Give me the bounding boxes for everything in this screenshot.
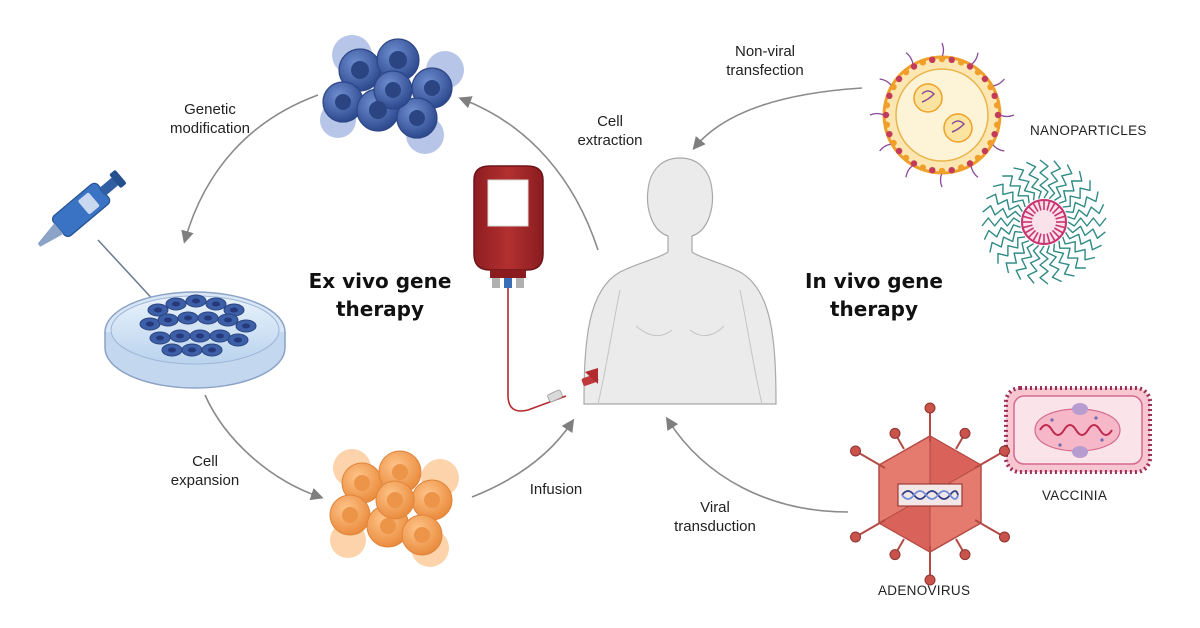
- label-cell-extraction: Cell extraction: [577, 113, 643, 149]
- arrow-cell-extraction: [458, 96, 599, 251]
- dish-cells: [139, 294, 257, 357]
- expanded-cells-cluster: [329, 449, 459, 567]
- title-in-vivo-gene-therapy: In vivo gene therapy: [805, 269, 943, 321]
- caption-adenovirus: ADENOVIRUS: [878, 583, 971, 598]
- caption-nanoparticles: NANOPARTICLES: [1030, 123, 1147, 138]
- arrow-non-viral-transfection: [692, 87, 863, 150]
- caption-vaccinia: VACCINIA: [1042, 488, 1108, 503]
- adenovirus-icon: [850, 402, 1010, 586]
- pipette-icon: [37, 170, 159, 306]
- lipid-nanoparticle-icon: [869, 42, 1015, 188]
- arrow-viral-transduction: [665, 416, 849, 513]
- arrow-cell-expansion: [204, 394, 324, 501]
- label-cell-expansion: Cell expansion: [170, 453, 240, 489]
- arrow-infusion: [471, 418, 575, 498]
- label-infusion: Infusion: [529, 481, 583, 498]
- title-ex-vivo-gene-therapy: Ex vivo gene therapy: [308, 269, 452, 321]
- patient-body-icon: [581, 157, 777, 405]
- label-viral-transduction: Viral transduction: [674, 499, 756, 535]
- modified-cells-cluster: [320, 35, 464, 154]
- vaccinia-virus-icon: [1004, 386, 1152, 474]
- blood-bag-icon: [473, 165, 567, 412]
- polymeric-nanoparticle-icon: [981, 159, 1107, 285]
- cycle-arrows: [181, 87, 863, 513]
- arrow-genetic-modification: [181, 94, 319, 244]
- label-genetic-modification: Genetic modification: [169, 101, 251, 137]
- label-non-viral-transfection: Non-viral transfection: [726, 43, 804, 79]
